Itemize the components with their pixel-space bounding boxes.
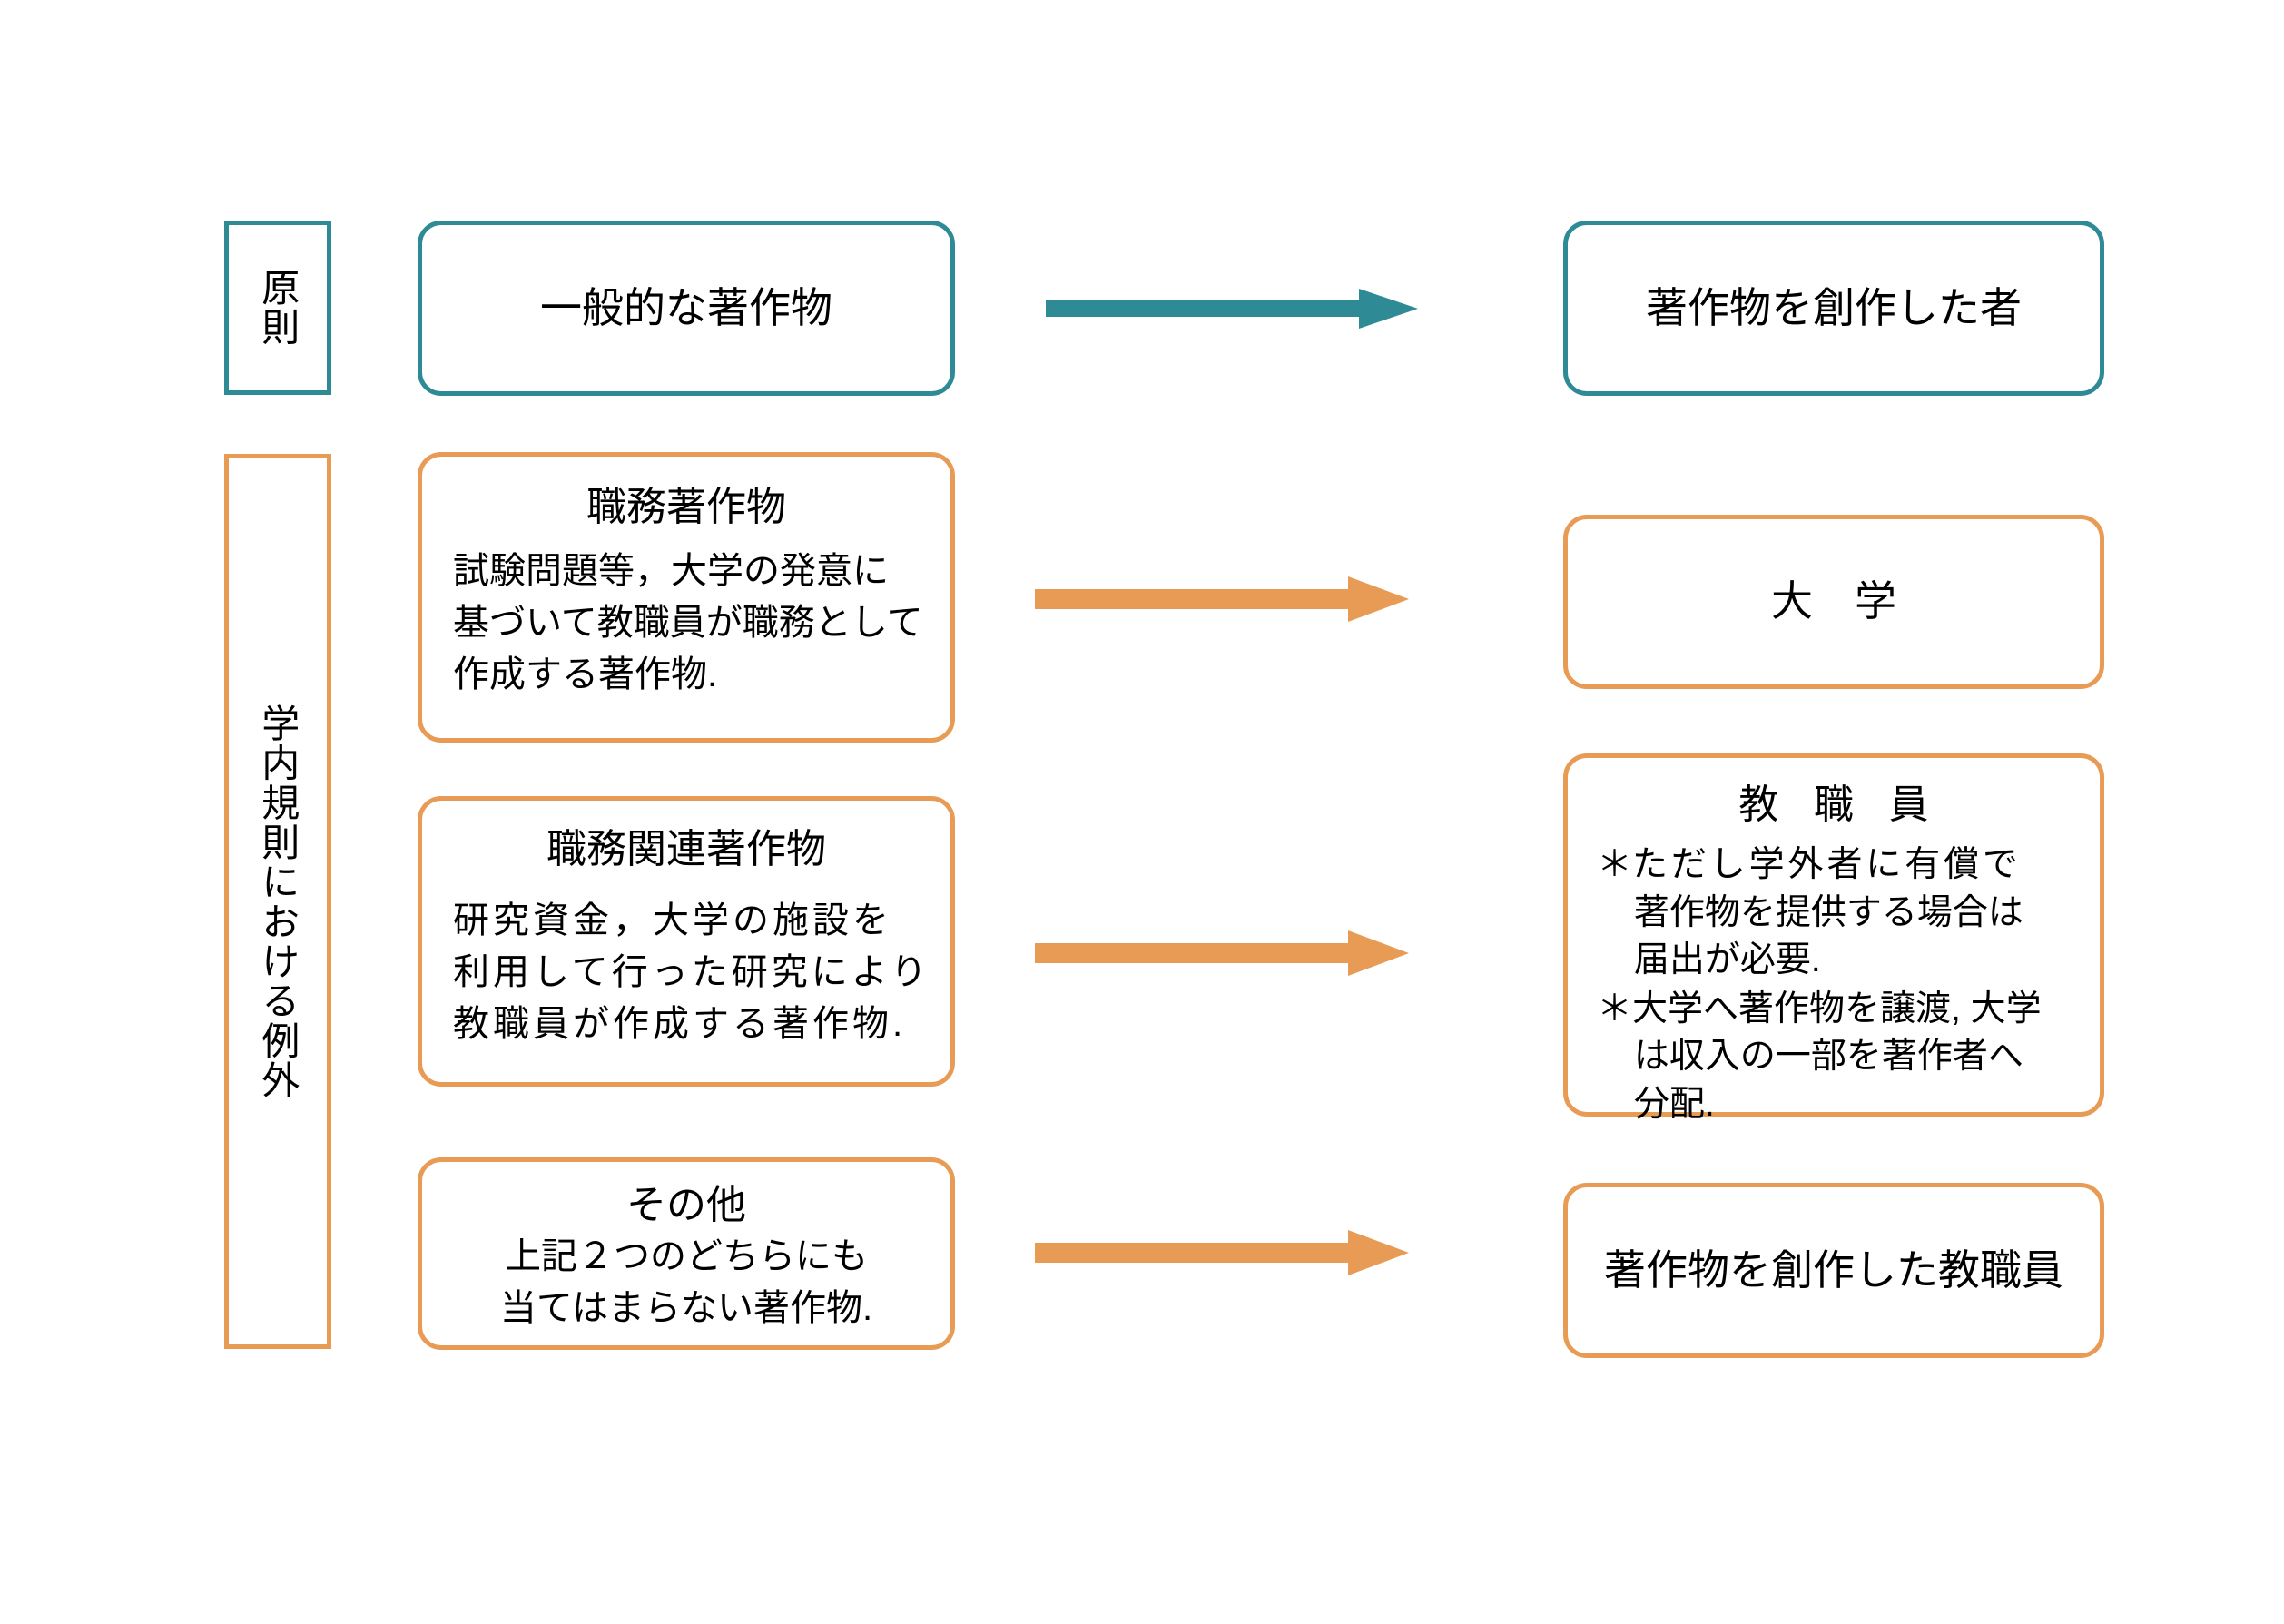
note-line: 大学へ著作物を譲渡, 大学	[1631, 989, 2042, 1029]
box-duty-related-work: 職務関連著作物 研究資金，大学の施設を 利用して行った研究により 教職員が作成す…	[418, 796, 955, 1087]
body-line: 作成する著作物.	[453, 654, 718, 694]
body-line: 研究資金，大学の施設を	[453, 901, 892, 941]
arrow-other-to-creator-staff	[1035, 1230, 1409, 1275]
note-line: 届出が必要.	[1633, 940, 1821, 979]
box-faculty-staff-notes: ＊ただし学外者に有償で 著作物を提供する場合は 届出が必要. ＊大学へ著作物を譲…	[1568, 842, 2100, 1130]
box-creator-title: 著作物を創作した者	[1646, 283, 2022, 331]
body-line: 当てはまらない著作物.	[499, 1288, 873, 1329]
body-line: 上記２つのどちらにも	[505, 1236, 868, 1277]
category-label-principle: 原則	[224, 221, 331, 395]
note-line: ただし学外者に有償で	[1631, 845, 2022, 885]
box-other-work-body: 上記２つのどちらにも 当てはまらない著作物.	[422, 1231, 950, 1334]
box-duty-related-work-body: 研究資金，大学の施設を 利用して行った研究により 教職員が作成する著作物.	[422, 895, 950, 1049]
box-work-made-for-hire-body: 試験問題等，大学の発意に 基づいて教職員が職務として 作成する著作物.	[422, 546, 950, 700]
note-marker: ＊	[1596, 845, 1632, 885]
body-line: 試験問題等，大学の発意に	[453, 551, 889, 592]
box-university: 大 学	[1563, 515, 2104, 689]
arrow-hire-to-university	[1035, 576, 1409, 622]
box-general-work: 一般的な著作物	[418, 221, 955, 396]
arrow-duty-to-staff	[1035, 930, 1409, 976]
arrow-general-to-creator	[1046, 289, 1418, 329]
category-label-principle-text: 原則	[256, 268, 300, 348]
body-line: 利用して行った研究により	[453, 952, 930, 993]
box-faculty-staff-title: 教 職 員	[1738, 782, 1941, 827]
box-creator-staff: 著作物を創作した教職員	[1563, 1183, 2104, 1358]
category-label-exception: 学内規則における例外	[224, 454, 331, 1349]
box-general-work-title: 一般的な著作物	[540, 283, 832, 331]
box-work-made-for-hire-title: 職務著作物	[586, 485, 786, 529]
box-creator-staff-title: 著作物を創作した教職員	[1604, 1245, 2063, 1294]
category-label-exception-text: 学内規則における例外	[256, 703, 300, 1100]
note-item: ＊大学へ著作物を譲渡, 大学 は収入の一部を著作者へ 分配.	[1595, 986, 2083, 1128]
box-duty-related-work-title: 職務関連著作物	[546, 827, 826, 871]
box-other-work-title: その他	[626, 1183, 746, 1227]
body-line: 教職員が作成する著作物.	[453, 1003, 907, 1044]
body-line: 基づいて教職員が職務として	[453, 603, 923, 644]
box-creator: 著作物を創作した者	[1563, 221, 2104, 396]
note-line: 著作物を提供する場合は	[1633, 892, 2023, 932]
note-marker: ＊	[1596, 989, 1632, 1029]
note-line: は収入の一部を著作者へ	[1633, 1037, 2023, 1077]
box-faculty-staff: 教 職 員 ＊ただし学外者に有償で 著作物を提供する場合は 届出が必要. ＊大学…	[1563, 753, 2104, 1124]
note-line: 分配.	[1633, 1084, 1715, 1124]
note-item: ＊ただし学外者に有償で 著作物を提供する場合は 届出が必要.	[1595, 842, 2083, 984]
box-other-work: その他 上記２つのどちらにも 当てはまらない著作物.	[418, 1157, 955, 1350]
box-work-made-for-hire: 職務著作物 試験問題等，大学の発意に 基づいて教職員が職務として 作成する著作物…	[418, 452, 955, 743]
box-university-title: 大 学	[1771, 577, 1896, 625]
